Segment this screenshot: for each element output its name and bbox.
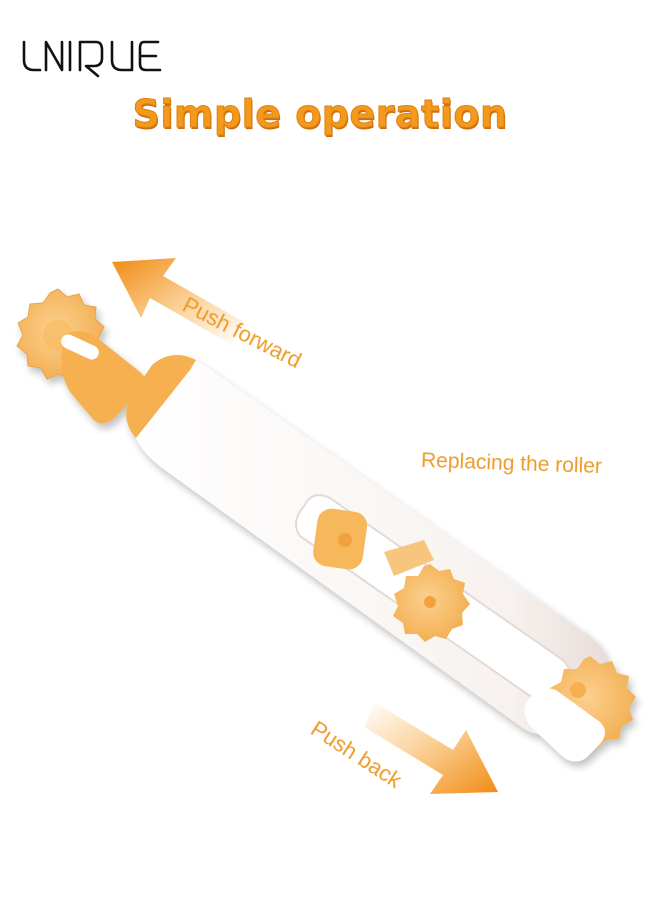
brand-logo [22,40,162,78]
spare-wheel-icon [393,564,470,642]
push-forward-arrow-icon [112,258,244,345]
push-back-arrow-icon [364,702,498,794]
page-title: Simple operation [132,92,508,137]
